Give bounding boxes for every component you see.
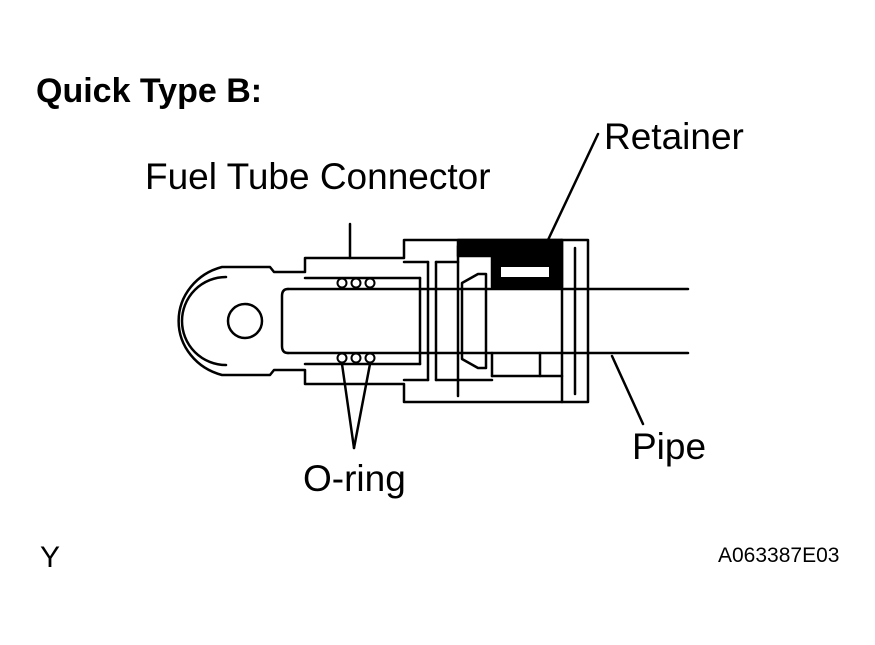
housing-bore [303, 244, 460, 398]
diagram-title: Quick Type B: [36, 72, 263, 110]
label-fuel-tube-connector: Fuel Tube Connector [145, 156, 491, 197]
leader-retainer [546, 132, 600, 242]
pipe-bead [460, 272, 488, 370]
o-rings [336, 277, 376, 364]
corner-mark: Y [40, 541, 61, 574]
eye-end [180, 275, 264, 367]
connector-housing [177, 238, 590, 404]
leader-oring-2 [352, 362, 372, 450]
label-o-ring: O-ring [303, 458, 406, 499]
label-retainer: Retainer [604, 116, 744, 157]
figure-code: A063387E03 [718, 544, 840, 567]
retainer-band [456, 238, 577, 404]
leader-pipe [610, 354, 645, 426]
label-pipe: Pipe [632, 426, 707, 467]
leader-oring-1 [340, 362, 356, 450]
